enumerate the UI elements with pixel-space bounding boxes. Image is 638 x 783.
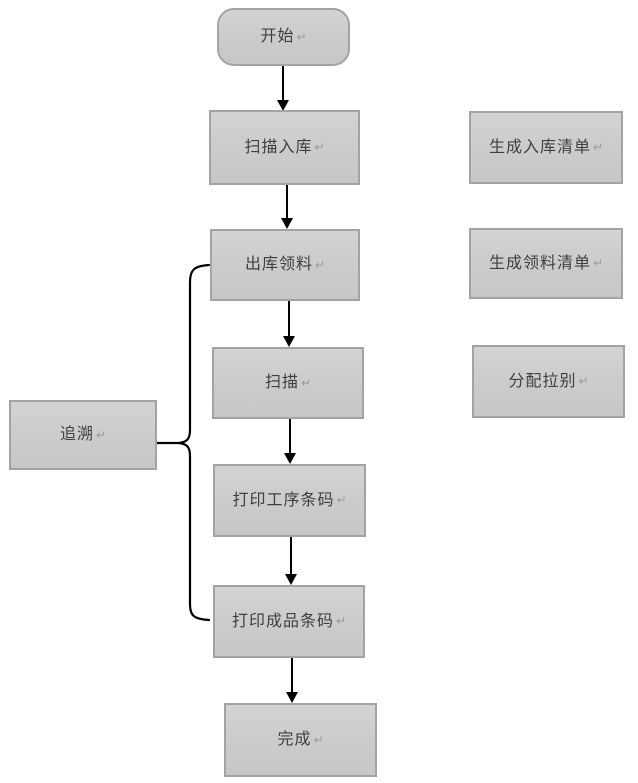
arrow-print-product-to-finish xyxy=(286,658,298,703)
node-finish-label: 完成 xyxy=(277,731,312,749)
node-issue-material: 出库领料↵ xyxy=(210,229,360,301)
node-start-label: 开始 xyxy=(260,28,295,46)
return-mark: ↵ xyxy=(313,732,324,747)
node-finish: 完成↵ xyxy=(224,703,377,777)
arrow-scan-in-to-issue-material xyxy=(281,185,293,229)
node-gen-picking-list-label: 生成领料清单 xyxy=(488,254,591,272)
node-gen-inbound-list-label: 生成入库清单 xyxy=(488,138,591,156)
return-mark: ↵ xyxy=(335,614,347,629)
return-mark: ↵ xyxy=(592,256,604,271)
trace-curly-brace xyxy=(157,263,211,622)
node-scan-in-label: 扫描入库 xyxy=(244,138,313,156)
return-mark: ↵ xyxy=(300,375,312,390)
node-trace: 追溯↵ xyxy=(9,400,157,470)
node-assign-line-label: 分配拉别 xyxy=(508,372,577,390)
node-print-process-barcode-label: 打印工序条码 xyxy=(232,491,335,509)
node-trace-label: 追溯 xyxy=(59,426,94,444)
arrow-print-process-to-print-product xyxy=(285,537,297,585)
return-mark: ↵ xyxy=(578,374,589,389)
node-assign-line: 分配拉别↵ xyxy=(472,345,625,418)
arrow-start-to-scan-in xyxy=(277,66,289,111)
return-mark: ↵ xyxy=(314,140,325,155)
node-print-product-barcode: 打印成品条码↵ xyxy=(213,585,365,658)
node-gen-inbound-list: 生成入库清单↵ xyxy=(469,111,623,184)
return-mark: ↵ xyxy=(296,29,307,44)
return-mark: ↵ xyxy=(336,493,347,508)
node-print-process-barcode: 打印工序条码↵ xyxy=(213,464,366,537)
node-scan-label: 扫描 xyxy=(264,374,299,392)
arrow-scan-to-print-process xyxy=(284,419,296,464)
return-mark: ↵ xyxy=(592,140,604,155)
arrow-issue-material-to-scan xyxy=(283,301,295,347)
return-mark: ↵ xyxy=(314,257,326,272)
node-scan: 扫描↵ xyxy=(212,347,364,419)
node-issue-material-label: 出库领料 xyxy=(244,256,313,274)
node-gen-picking-list: 生成领料清单↵ xyxy=(469,228,623,299)
node-print-product-barcode-label: 打印成品条码 xyxy=(231,612,334,630)
node-scan-in: 扫描入库↵ xyxy=(209,110,360,185)
node-start: 开始↵ xyxy=(217,8,350,66)
return-mark: ↵ xyxy=(95,427,107,442)
